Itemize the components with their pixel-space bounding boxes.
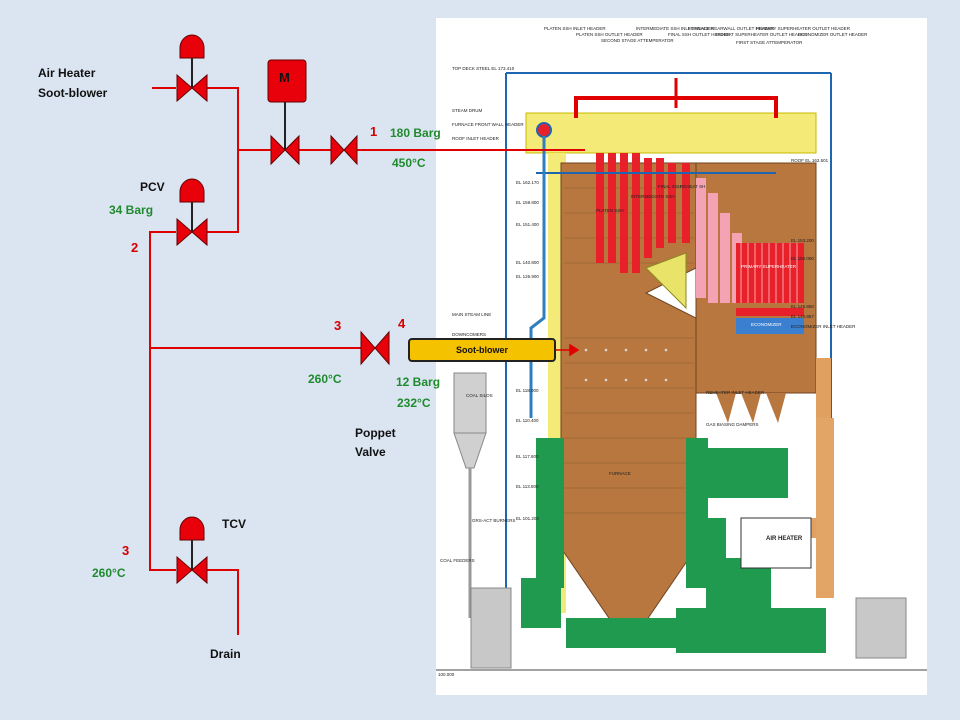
point-1-temperature: 450°C <box>392 156 426 170</box>
callout-second-attemperator: SECOND STAGE ATTEMPERATOR <box>601 38 674 43</box>
isolation-valve[interactable] <box>330 134 358 166</box>
callout-economizer-outlet: ECONOMIZER OUTLET HEADER <box>798 32 868 37</box>
tcv-label: TCV <box>222 517 246 531</box>
drain-label: Drain <box>210 647 241 661</box>
elevation-3: EL 151.400 <box>516 222 539 227</box>
elevation-2: EL 159.800 <box>516 200 539 205</box>
label-furnace: FURNACE <box>609 471 631 476</box>
callout-reheater-inlet: REHEATER INLET HEADER <box>706 390 765 395</box>
callout-final-ssh: FINAL SSH OUTLET HEADER <box>668 32 731 37</box>
platen-pendants <box>596 153 690 273</box>
point-1-pressure: 180 Barg <box>390 126 441 140</box>
air-heater-label: Air Heater <box>38 66 96 80</box>
poppet-label-1: Poppet <box>355 426 396 440</box>
callout-downcomers: DOWNCOMERS <box>452 332 486 337</box>
pipe-lines <box>149 87 585 635</box>
poppet-valve[interactable] <box>360 330 390 366</box>
callout-coal-silos: COAL SILOS <box>466 393 493 398</box>
air-heater-box <box>740 517 812 569</box>
elevation-10: EL 101.200 <box>516 516 539 521</box>
label-ground-el: 100.000 <box>438 672 455 677</box>
point-1-label: 1 <box>370 124 378 139</box>
hopper-left <box>716 393 736 423</box>
air-heater-sootblower-label: Soot-blower <box>38 86 108 100</box>
point-4-temperature: 232°C <box>397 396 431 410</box>
label-primary-superheater: PRIMARY SUPERHEATER <box>741 264 797 269</box>
point-3a-temperature: 260°C <box>308 372 342 386</box>
pcv-pressure: 34 Barg <box>109 203 154 217</box>
economizer <box>736 318 804 334</box>
callout-top-deck: TOP DECK STEEL EL 173.410 <box>452 66 515 71</box>
pulverizer <box>470 587 512 669</box>
furnace-nose <box>645 252 687 310</box>
elevation-8: EL 117.800 <box>516 454 539 459</box>
hopper-right <box>766 393 786 423</box>
callout-primary-outlet: PRIMARY SUPERHEATER OUTLET HEADER <box>756 26 850 31</box>
callout-roof-el: ROOF EL 162.501 <box>791 158 829 163</box>
label-platen-ssh: PLATEN SSH <box>596 208 624 213</box>
callout-eco-inlet: ECONOMIZER INLET HEADER <box>791 324 856 329</box>
callout-burners: GRS-ACT BURNERS <box>472 518 516 523</box>
elevation-6: EL 118.000 <box>516 388 539 393</box>
callout-first-attemperator: FIRST STAGE ATTEMPERATOR <box>736 40 803 45</box>
poppet-label-2: Valve <box>355 445 386 459</box>
soot-blower-arrow <box>556 343 580 357</box>
callout-intermediate-inlet: INTERMEDIATE SSH INLET HEADER <box>636 26 714 31</box>
elevation-1: EL 162.170 <box>516 180 539 185</box>
elevation-5: EL 126.900 <box>516 274 539 279</box>
callout-steam-drum: STEAM DRUM <box>452 108 483 113</box>
motor-label: M <box>279 70 290 85</box>
soot-blower-box: Soot-blower <box>408 338 556 362</box>
primary-superheater <box>736 243 804 303</box>
callout-main-steam-line: MAIN STEAM LINE <box>452 312 492 317</box>
callout-gas-dampers: GAS BIASING DAMPERS <box>706 422 759 427</box>
pcv-valve[interactable] <box>176 178 208 247</box>
callout-el-140: EL 140.857 <box>791 314 814 319</box>
point-3b-label: 3 <box>122 543 130 558</box>
callout-el-146: EL 146.850 <box>791 304 814 309</box>
duct-down <box>816 418 834 598</box>
callout-platen-outlet: PLATEN SSH OUTLET HEADER <box>576 32 643 37</box>
elevation-9: EL 113.800 <box>516 484 539 489</box>
point-4-pressure: 12 Barg <box>396 375 441 389</box>
label-final-ssh: FINAL SSH <box>658 184 682 189</box>
elevation-7: EL 110.400 <box>516 418 539 423</box>
label-air-heater: AIR HEATER <box>766 536 803 542</box>
coal-silo <box>453 372 487 434</box>
elevation-4: EL 140.800 <box>516 260 539 265</box>
label-economizer: ECONOMIZER <box>751 322 782 327</box>
callout-el-150: EL 150.000 <box>791 256 814 261</box>
point-4-label: 4 <box>398 316 406 331</box>
point-3a-label: 3 <box>334 318 342 333</box>
downcomer <box>529 136 546 418</box>
boiler-panel: PLATEN SSH INLET HEADER PLATEN SSH OUTLE… <box>436 18 927 695</box>
callout-roof-inlet: ROOF INLET HEADER <box>452 136 499 141</box>
tcv-valve[interactable] <box>176 516 208 585</box>
point-2-label: 2 <box>131 240 139 255</box>
boiler-drawing <box>436 72 927 671</box>
motor-valve[interactable] <box>267 59 307 166</box>
callout-reheat-outlet: REHEAT SUPERHEATER OUTLET HEADER <box>716 32 808 37</box>
label-intermediate-ssh: INTERMEDIATE SSH <box>631 194 675 199</box>
callout-platen-inlet: PLATEN SSH INLET HEADER <box>544 26 606 31</box>
label-reheat-sh: REHEAT SH <box>680 184 706 189</box>
casing-top <box>525 112 817 154</box>
pcv-label: PCV <box>140 180 165 194</box>
callout-front-wall: FURNACE FRONT WALL HEADER <box>452 122 524 127</box>
point-3b-temperature: 260°C <box>92 566 126 580</box>
air-heater-valve[interactable] <box>176 34 208 103</box>
callout-rearwall: FURNACE REARWALL OUTLET HEADER <box>688 26 775 31</box>
green-ducts <box>521 438 826 653</box>
hopper-mid <box>741 393 761 423</box>
callout-el-153: EL 153.200 <box>791 238 814 243</box>
callout-coal-feeders: COAL FEEDERS <box>440 558 475 563</box>
